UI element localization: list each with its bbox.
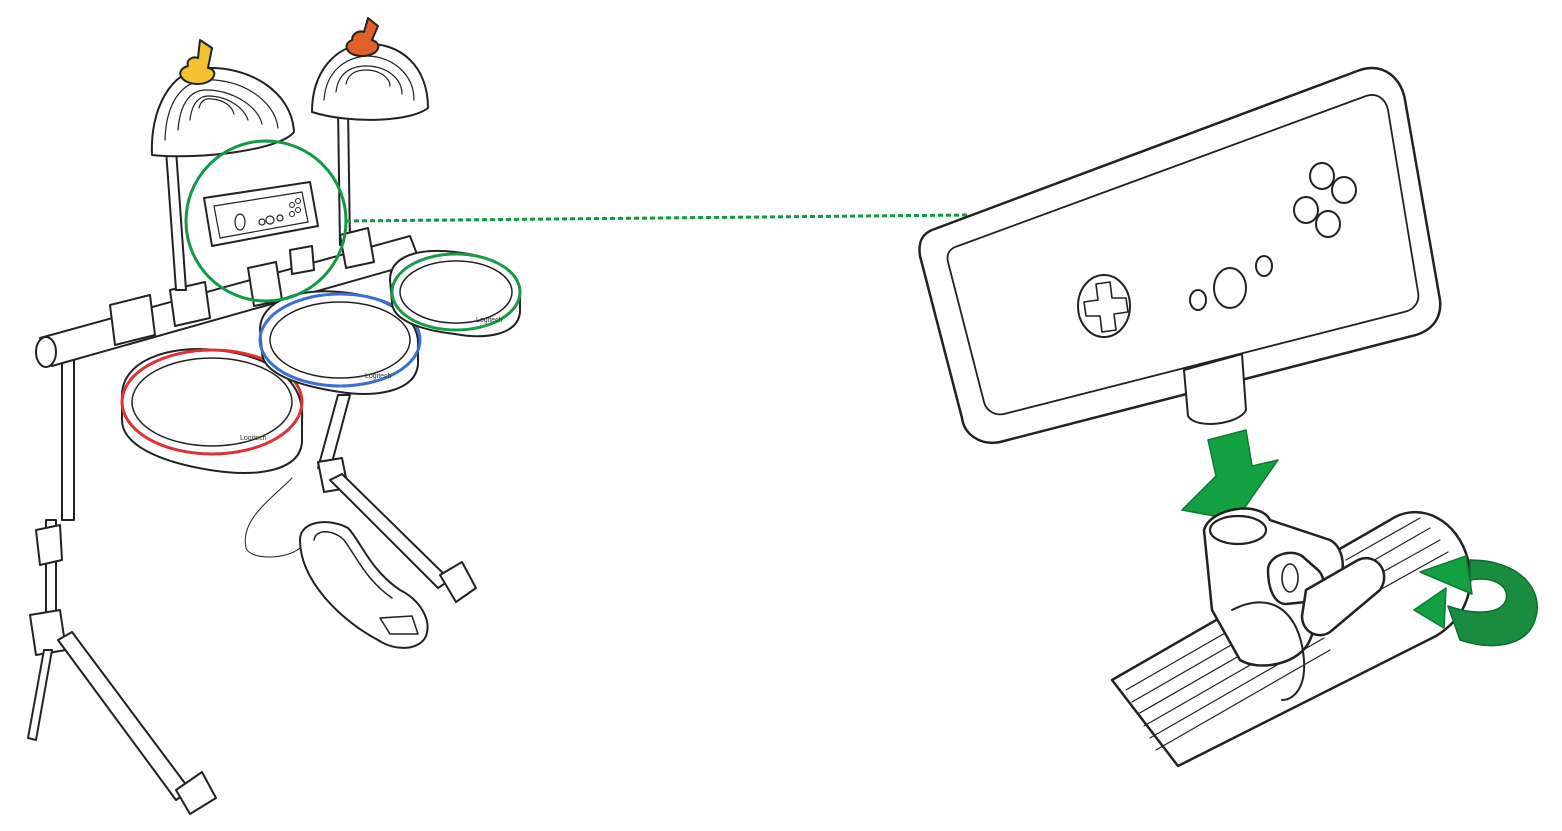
minus-button-icon xyxy=(1190,290,1206,310)
drum-kit: Logitech Logitech Logitech xyxy=(28,18,520,814)
blue-pad-brand: Logitech xyxy=(365,373,392,380)
right-cymbal xyxy=(312,18,428,120)
clamp-and-tube xyxy=(1112,509,1470,766)
clamp-socket xyxy=(1210,516,1266,544)
green-drum-pad: Logitech xyxy=(390,251,520,336)
left-cymbal xyxy=(152,40,294,156)
dpad-icon xyxy=(1078,275,1130,337)
left-cymbal-knob-icon xyxy=(180,40,214,84)
down-arrow-icon xyxy=(1182,430,1278,520)
home-button-icon xyxy=(1214,268,1246,308)
right-cymbal-knob-icon xyxy=(347,18,379,56)
callout-dashed-line xyxy=(346,215,968,221)
controller-detail xyxy=(920,68,1441,443)
green-pad-brand: Logitech xyxy=(476,317,503,324)
red-pad-brand: Logitech xyxy=(240,435,267,442)
plus-button-icon xyxy=(1256,256,1272,276)
